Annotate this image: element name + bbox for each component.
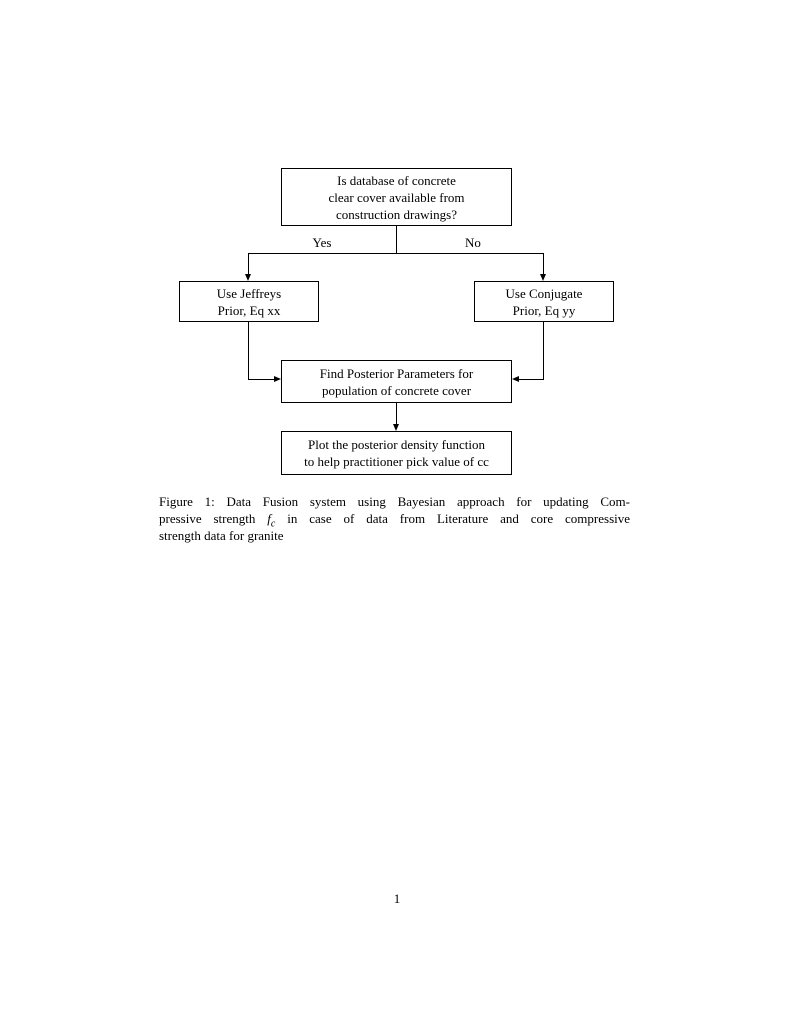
posterior-box-line: population of concrete cover — [321, 382, 472, 398]
connector-conjugate-vertical — [543, 322, 544, 380]
connector-yes-vertical — [248, 253, 249, 275]
jeffreys-box-line: Prior, Eq xx — [217, 302, 281, 318]
connector-jeffreys-vertical — [248, 322, 249, 380]
conjugate-box-line: Use Conjugate — [505, 285, 583, 301]
flowchart-box-conjugate-prior: Use Conjugate Prior, Eq yy — [474, 281, 614, 322]
decision-box-line: Is database of concrete — [337, 172, 456, 188]
connector-decision-stem — [396, 226, 397, 254]
connector-posterior-vertical — [396, 403, 397, 425]
edge-label-yes: Yes — [312, 235, 332, 250]
arrowhead-right-icon — [274, 376, 281, 382]
plot-box-line: Plot the posterior density function — [308, 437, 485, 452]
caption-line-2-pre: pressive strength — [159, 511, 256, 526]
flowchart-box-decision: Is database of concrete clear cover avai… — [281, 168, 512, 226]
math-fc-symbol: fc — [267, 511, 276, 530]
flowchart-box-jeffreys-prior: Use Jeffreys Prior, Eq xx — [179, 281, 319, 322]
arrowhead-down-icon — [540, 274, 546, 281]
conjugate-box-line: Prior, Eq yy — [512, 302, 576, 318]
page-number: 1 — [393, 891, 401, 906]
arrowhead-left-icon — [512, 376, 519, 382]
edge-label-no: No — [465, 235, 481, 250]
connector-split-horizontal — [248, 253, 544, 254]
decision-box-line: clear cover available from — [328, 189, 465, 205]
plot-box-line: to help practitioner pick value of cc — [304, 454, 489, 469]
caption-line-2-post: in case of data from Literature and core… — [287, 511, 631, 526]
connector-jeffreys-horizontal — [248, 379, 275, 380]
posterior-box-line: Find Posterior Parameters for — [319, 365, 474, 381]
connector-no-vertical — [543, 253, 544, 275]
flowchart-box-posterior-parameters: Find Posterior Parameters for population… — [281, 360, 512, 403]
flowchart-box-plot-density: Plot the posterior density function to h… — [281, 431, 512, 475]
decision-box-line: construction drawings? — [336, 206, 457, 222]
figure-caption: Figure 1: Data Fusion system using Bayes… — [159, 493, 630, 544]
caption-line-3: strength data for granite — [159, 528, 284, 543]
arrowhead-down-icon — [393, 424, 399, 431]
connector-conjugate-horizontal — [519, 379, 544, 380]
caption-line-1: Figure 1: Data Fusion system using Bayes… — [159, 494, 630, 509]
jeffreys-box-line: Use Jeffreys — [216, 285, 282, 301]
arrowhead-down-icon — [245, 274, 251, 281]
caption-line-2: pressive strength fc in case of data fro… — [159, 510, 631, 530]
